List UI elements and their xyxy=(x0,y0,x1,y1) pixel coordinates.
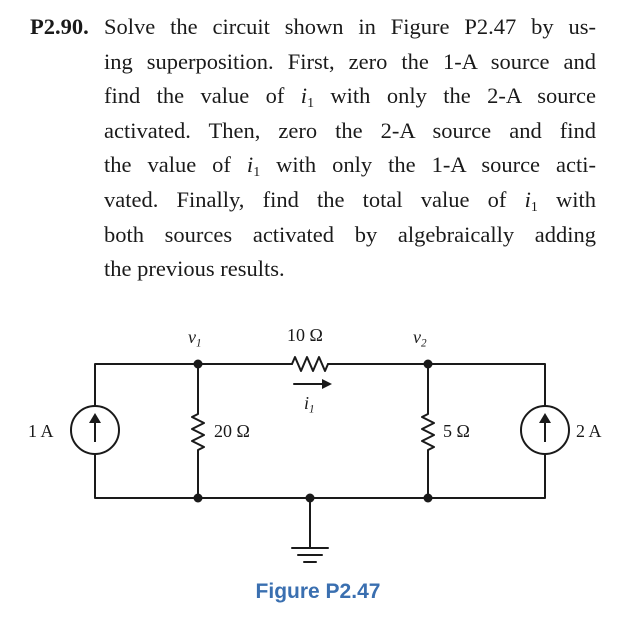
left-source-wire xyxy=(94,453,546,499)
problem-line: find the value of i1 with only the 2-A s… xyxy=(104,83,596,112)
top-wire-right xyxy=(327,363,546,407)
node-bottom-left-dot xyxy=(193,493,203,503)
problem-line: vated. Finally, find the total value of … xyxy=(104,186,596,216)
problem-line: the previous results. xyxy=(104,256,285,282)
left-shunt-wire xyxy=(191,363,205,499)
node-bottom-right-dot xyxy=(423,493,433,503)
current-label: i1 xyxy=(304,393,315,416)
problem-line: the value of i1 with only the 1-A source… xyxy=(104,152,596,181)
node-v2-label: v2 xyxy=(413,327,427,350)
left-source-arrow-head xyxy=(89,413,101,423)
series-resistor-label: 10 Ω xyxy=(287,325,323,345)
right-source-arrow-head xyxy=(539,413,551,423)
right-source-label: 2 A xyxy=(576,421,602,441)
ground-symbol xyxy=(291,547,329,563)
problem-line: ing superposition. First, zero the 1-A s… xyxy=(104,48,596,74)
problem-line: activated. Then, zero the 2-A source and… xyxy=(104,117,596,143)
series-resistor-symbol xyxy=(291,356,329,372)
node-v2-dot xyxy=(423,359,433,369)
problem-number: P2.90. xyxy=(30,14,89,39)
problem-text: Solve the circuit shown in Figure P2.47 … xyxy=(104,10,596,287)
node-ground-dot xyxy=(305,493,315,503)
node-v1-dot xyxy=(193,359,203,369)
right-shunt-resistor-label: 5 Ω xyxy=(443,421,470,441)
right-shunt-wire xyxy=(421,363,435,499)
top-wire-left xyxy=(94,363,293,407)
node-v1-label: v1 xyxy=(188,327,202,350)
figure-caption: Figure P2.47 xyxy=(255,580,381,603)
current-arrow-head xyxy=(322,379,332,389)
left-source-label: 1 A xyxy=(28,421,54,441)
problem-line: Solve the circuit shown in Figure P2.47 … xyxy=(104,14,596,39)
problem-line: both sources activated by algebraically … xyxy=(104,221,596,247)
left-shunt-resistor-label: 20 Ω xyxy=(214,421,250,441)
